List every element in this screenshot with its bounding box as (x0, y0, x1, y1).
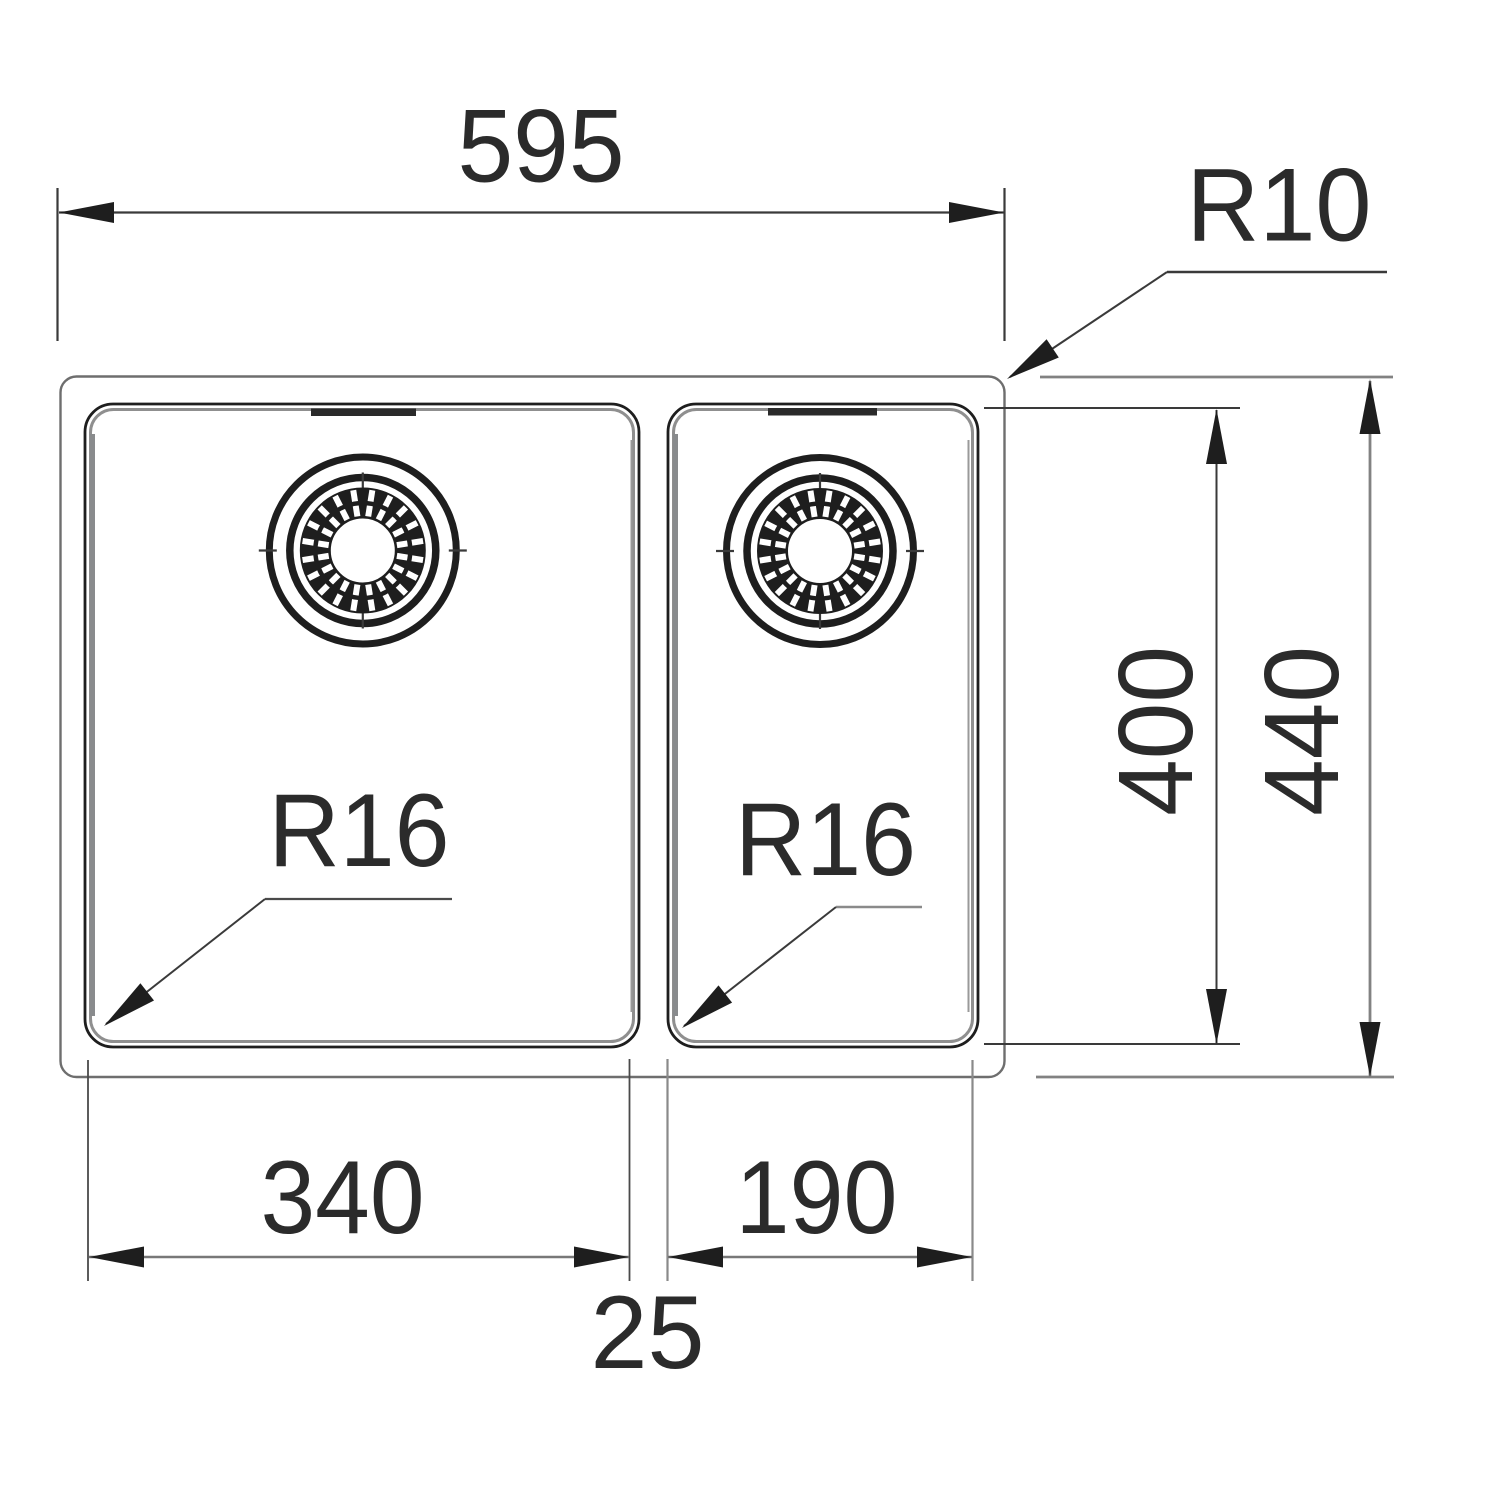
svg-text:340: 340 (261, 1140, 425, 1256)
svg-text:R16: R16 (735, 782, 916, 898)
svg-text:25: 25 (591, 1275, 705, 1391)
svg-text:400: 400 (1097, 646, 1215, 816)
svg-text:190: 190 (736, 1140, 898, 1256)
svg-text:R10: R10 (1187, 148, 1372, 264)
svg-text:440: 440 (1243, 646, 1361, 816)
svg-text:595: 595 (458, 89, 625, 205)
svg-text:R16: R16 (269, 773, 450, 889)
